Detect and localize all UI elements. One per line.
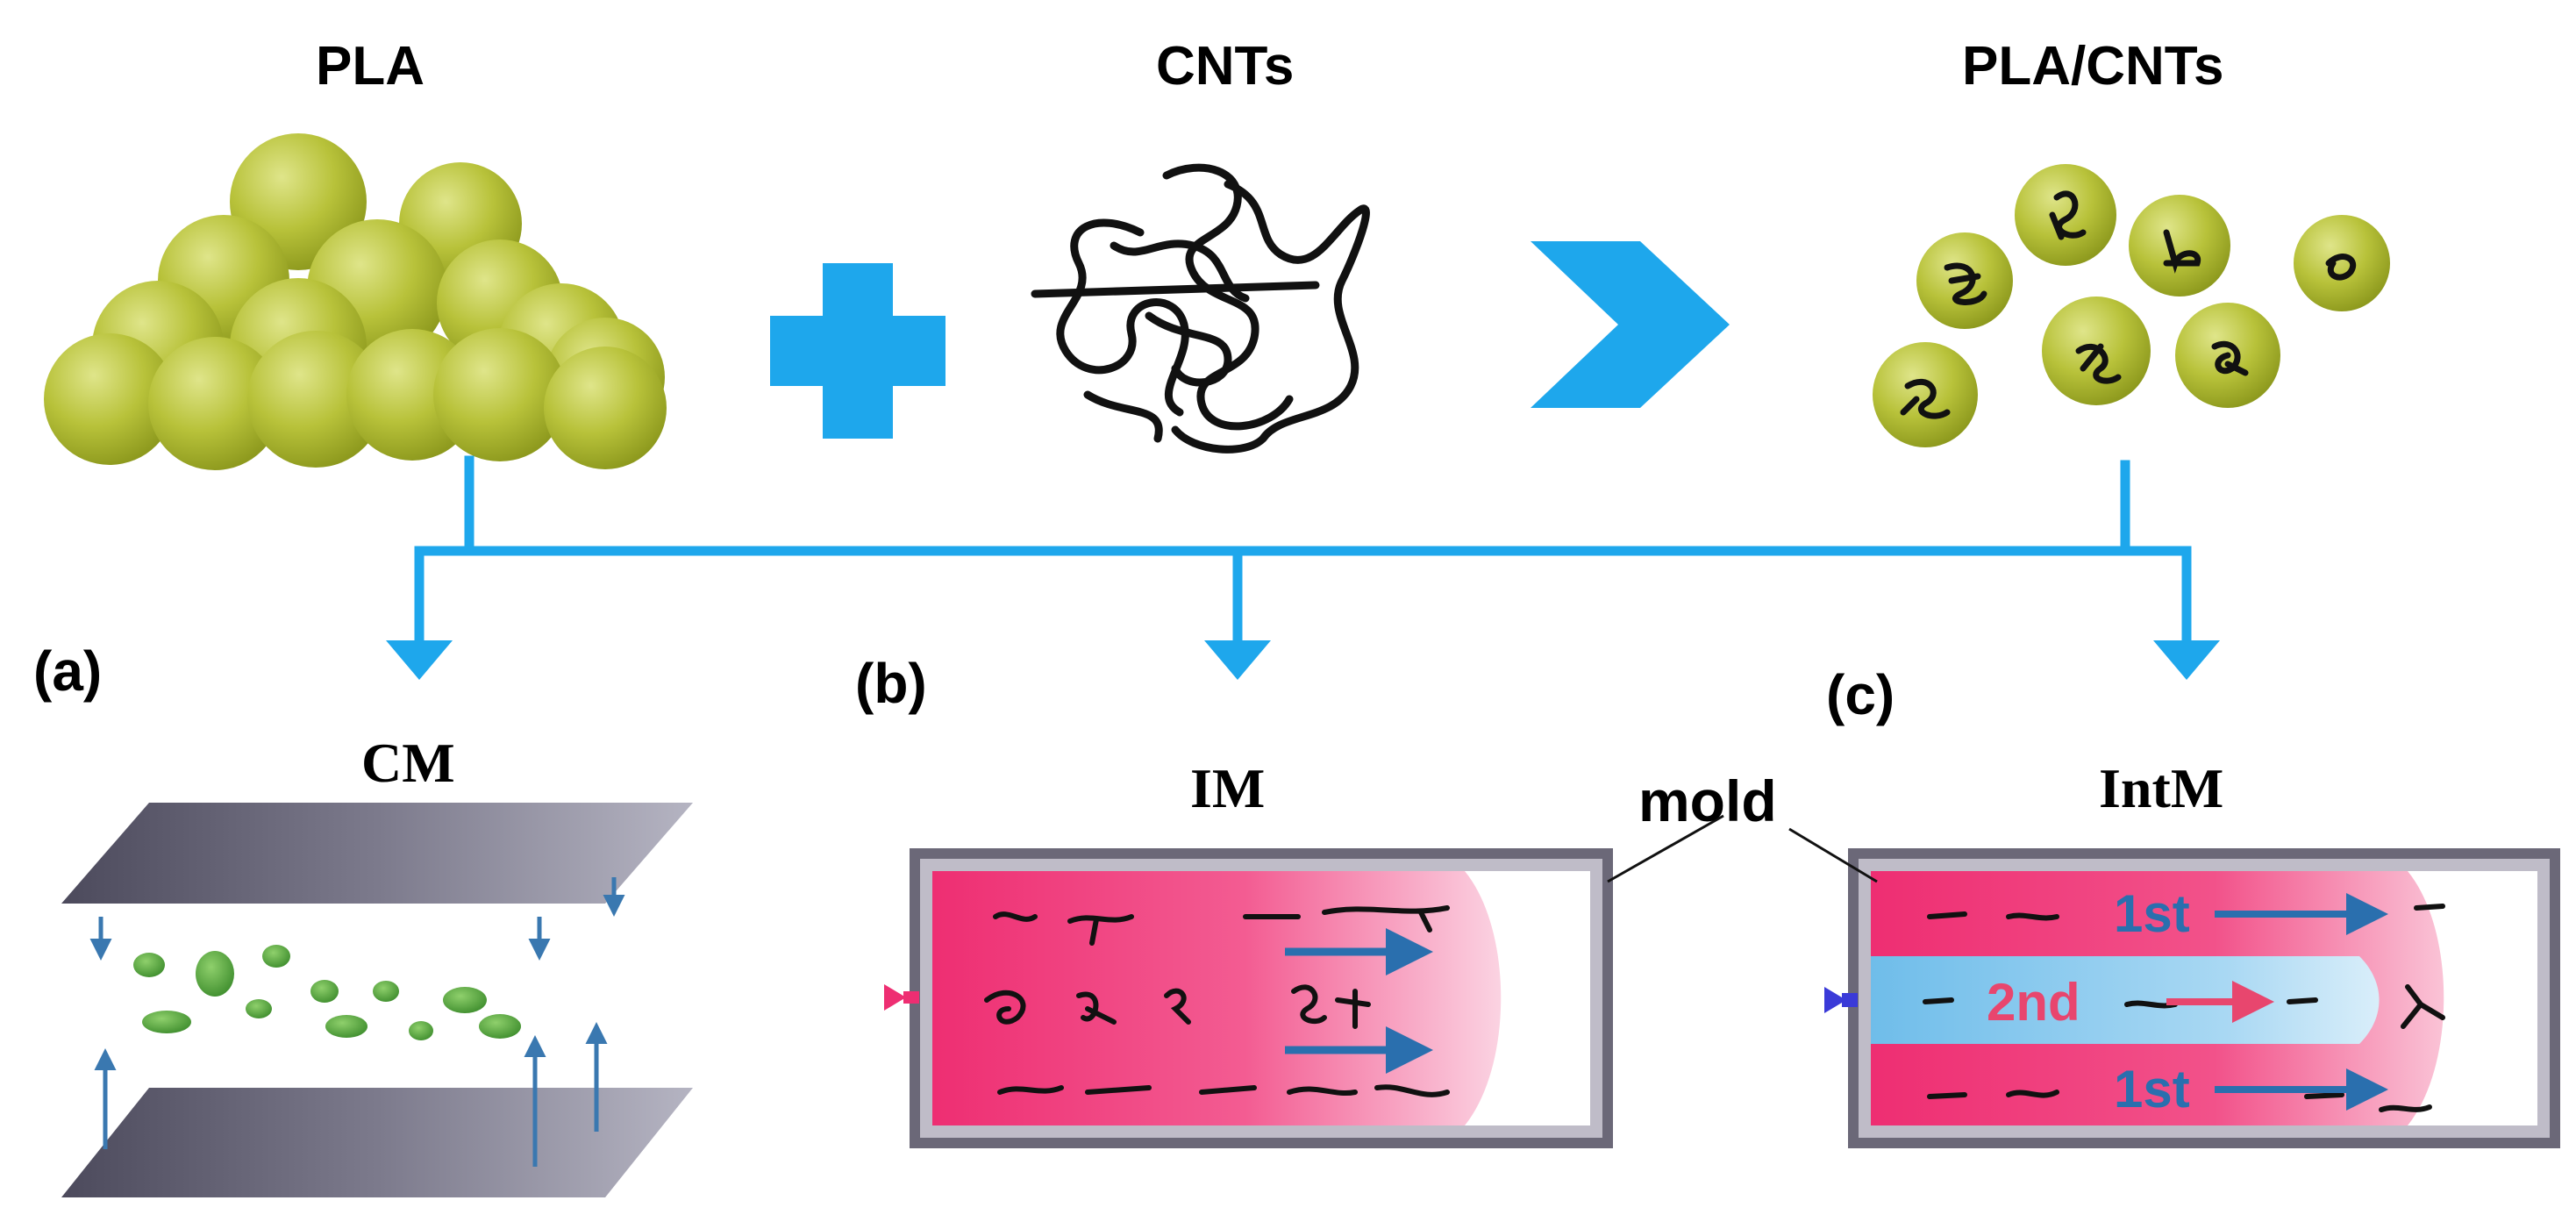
panel-b-title: IM: [1190, 757, 1266, 819]
compression-mold-plates: [61, 803, 693, 1197]
panel-c-title: IntM: [2099, 757, 2224, 819]
cnts-label: CNTs: [1156, 36, 1295, 96]
composite-particles: [1873, 164, 2390, 447]
compression-arrows: [89, 877, 625, 1167]
im-flow-arrows: [1285, 928, 1433, 1074]
plus-icon: [770, 263, 945, 439]
pla-beads-pile: [44, 133, 667, 470]
connector-lines: [414, 455, 2192, 650]
cnt-tangle: [1031, 163, 1370, 454]
mold-leader-lines: [1607, 814, 1878, 883]
pla-cnts-label: PLA/CNTs: [1962, 36, 2224, 96]
mold-label: mold: [1638, 768, 1777, 833]
im-cnts: [984, 905, 1450, 1097]
panel-c-tag: (c): [1826, 663, 1895, 726]
intm-mold: [1824, 848, 2560, 1148]
first-flow-bottom-label: 1st: [2114, 1060, 2190, 1118]
intm-flow-arrows: [2166, 893, 2388, 1111]
pla-label: PLA: [316, 36, 425, 96]
im-mold: [884, 848, 1613, 1148]
first-flow-top-label: 1st: [2114, 884, 2190, 943]
second-flow-label: 2nd: [1987, 973, 2080, 1032]
panel-a-title: CM: [361, 732, 455, 794]
panel-a-tag: (a): [33, 640, 103, 703]
down-arrow-icons: [386, 640, 2220, 680]
panel-b-tag: (b): [855, 652, 927, 715]
dispersed-particles: [133, 945, 521, 1040]
process-arrow-icon: [1531, 241, 1730, 408]
